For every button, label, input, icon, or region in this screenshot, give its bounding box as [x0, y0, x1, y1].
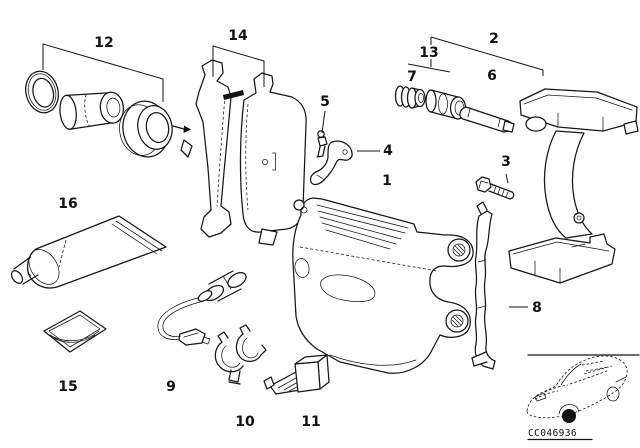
part-16-paste-tube-drawing — [10, 215, 167, 289]
part-14-brake-pads-drawing — [172, 59, 307, 246]
part-9-wear-sensor-drawing — [157, 270, 247, 346]
part-label-2[interactable]: 2 — [489, 31, 499, 47]
part-label-13[interactable]: 13 — [419, 45, 438, 61]
part-label-8[interactable]: 8 — [532, 300, 542, 316]
part-11-plug-drawing — [263, 354, 330, 395]
part-5-bleeder-valve-drawing — [316, 130, 328, 158]
leader-lines — [42, 36, 544, 308]
part-7-guide-bushing-drawing — [394, 85, 426, 109]
part-label-3[interactable]: 3 — [501, 154, 511, 170]
diagram-code: CC046936 — [528, 428, 577, 439]
part-label-6[interactable]: 6 — [487, 68, 497, 84]
part-4-bracket-clip-drawing — [309, 140, 353, 186]
front-axle-marker — [562, 409, 576, 423]
part-label-1[interactable]: 1 — [382, 173, 392, 189]
car-location-inset: CC046936 — [526, 354, 640, 441]
part-label-5[interactable]: 5 — [320, 94, 330, 110]
part-10-retaining-clip-drawing — [214, 324, 267, 385]
part-1-caliper-housing-drawing — [292, 197, 474, 374]
part-label-16[interactable]: 16 — [58, 196, 77, 212]
part-label-10[interactable]: 10 — [235, 414, 255, 430]
caliper-carrier-drawing — [508, 88, 639, 284]
part-label-12[interactable]: 12 — [94, 35, 113, 51]
part-3-bolt-drawing — [475, 176, 515, 200]
part-label-11[interactable]: 11 — [301, 414, 320, 430]
part-label-4[interactable]: 4 — [383, 143, 393, 159]
part-label-14[interactable]: 14 — [228, 28, 248, 44]
guide-pin-drawing — [459, 106, 515, 133]
part-label-7[interactable]: 7 — [407, 69, 417, 85]
part-8-spring-clip-drawing — [471, 201, 496, 370]
part-label-15[interactable]: 15 — [58, 379, 77, 395]
part-12-piston-seal-group-drawing — [25, 70, 173, 158]
part-label-9[interactable]: 9 — [166, 379, 176, 395]
part-15-sachet-drawing — [43, 310, 107, 353]
